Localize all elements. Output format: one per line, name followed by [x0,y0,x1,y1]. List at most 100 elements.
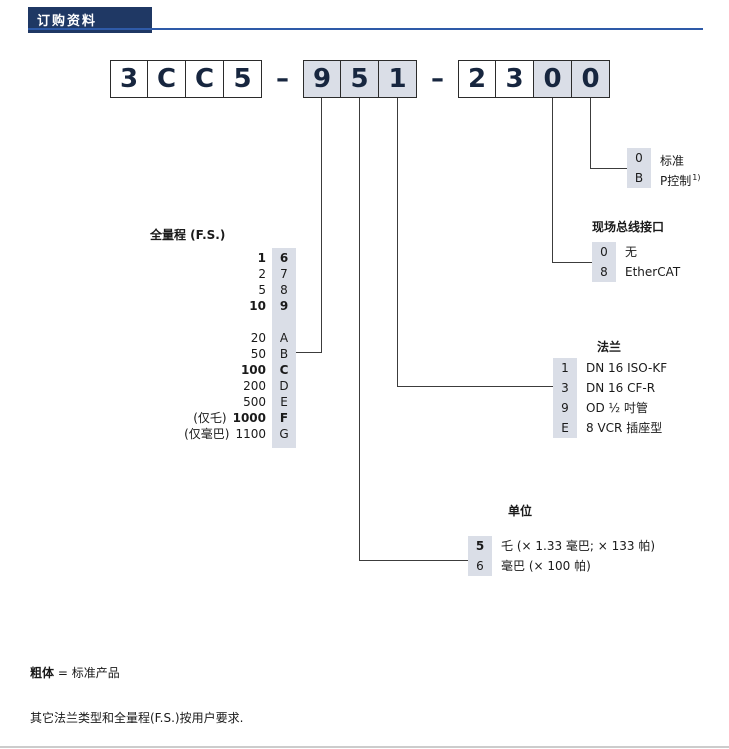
fieldbus-title: 现场总线接口 [592,220,665,234]
control-code: B [634,171,644,185]
fieldbus-label: EtherCAT [625,265,681,279]
unit-title: 单位 [508,504,533,518]
fieldbus-code: 0 [600,245,608,259]
part-number-dash: – [431,64,444,94]
full-scale-row: 20 A [100,330,296,346]
flange-title: 法兰 [597,340,622,354]
connector-flange-horizontal [397,386,553,387]
full-scale-row: 100 C [100,362,296,378]
fs-value: (仅毫巴)1100 [184,427,266,441]
connector-unit-horizontal [359,560,468,561]
part-number-box: 5 [224,60,262,98]
fs-value: 20 [250,331,266,345]
fieldbus-row: 0 无 [592,242,680,262]
full-scale-row: 50 B [100,346,296,362]
fieldbus-row: 8 EtherCAT [592,262,680,282]
part-number-box: 1 [379,60,417,98]
flange-row: E 8 VCR 插座型 [553,418,667,438]
control-label: 标准 [660,154,685,168]
control-code-strip [627,148,651,188]
fs-code: 7 [280,267,288,281]
bold-legend-note: 粗体 = 标准产品 [30,664,120,681]
control-row: 0 标准 [627,148,700,168]
fs-value: 50 [250,347,266,361]
unit-row: 6 毫巴 (× 100 帕) [468,556,655,576]
fs-code: G [279,427,289,441]
fs-value: 5 [258,283,266,297]
fs-code: 9 [279,299,289,313]
on-request-note: 其它法兰类型和全量程(F.S.)按用户要求. [30,711,244,725]
unit-row: 5 乇 (× 1.33 毫巴; × 133 帕) [468,536,655,556]
full-scale-code-strip [272,248,296,448]
unit-code: 5 [475,539,485,553]
full-scale-row: 5 8 [100,282,296,298]
full-scale-row: 10 9 [100,298,296,314]
flange-label: DN 16 CF-R [586,381,656,395]
flange-row: 1 DN 16 ISO-KF [553,358,667,378]
flange-code: E [561,421,569,435]
connector-fs-vertical [321,98,322,352]
connector-unit-vertical [359,98,360,560]
flange-label: DN 16 ISO-KF [586,361,668,375]
part-number-box: 3 [110,60,148,98]
part-number-box: 9 [303,60,341,98]
header-divider [28,28,703,30]
fs-value: 200 [243,379,266,393]
unit-code: 6 [476,559,484,573]
fs-value: 100 [240,363,266,377]
full-scale-title: 全量程 (F.S.) [150,228,226,242]
full-scale-row: (仅乇)1000 F [100,410,296,426]
part-number-box: 0 [572,60,610,98]
bold-legend-term: 粗体 [30,666,55,680]
control-row: B P控制1) [627,168,701,188]
fs-code: D [279,379,289,393]
full-scale-row: 1 6 [100,250,296,266]
fs-code: B [279,347,289,361]
unit-code-strip [468,536,492,576]
part-number-dash: – [276,64,289,94]
fieldbus-code: 8 [600,265,608,279]
fs-code: A [279,331,289,345]
connector-control-vertical [590,98,591,168]
flange-code: 9 [561,401,569,415]
unit-label: 乇 (× 1.33 毫巴; × 133 帕) [501,539,656,553]
fs-prefix: (仅毫巴) [184,427,230,441]
fs-prefix: (仅乇) [193,411,227,425]
fs-value: (仅乇)1000 [193,411,266,425]
flange-code-strip [553,358,577,438]
fieldbus-label: 无 [625,245,638,259]
bottom-divider [0,746,729,748]
fs-code: C [279,363,289,377]
flange-code: 3 [561,381,569,395]
flange-row: 3 DN 16 CF-R [553,378,667,398]
part-number-box: C [148,60,186,98]
full-scale-row: 2 7 [100,266,296,282]
part-number-box: 0 [534,60,572,98]
part-number-row: 3 C C 5 – 9 5 1 – 2 3 0 0 [110,60,610,98]
control-code: 0 [635,151,643,165]
fs-value: 1 [257,251,266,265]
flange-row: 9 OD ½ 吋管 [553,398,667,418]
unit-label: 毫巴 (× 100 帕) [501,559,591,573]
fs-value: 2 [258,267,266,281]
control-label: P控制1) [660,173,701,188]
part-number-box: C [186,60,224,98]
bold-legend-rest: = 标准产品 [54,666,120,680]
fs-value: 500 [243,395,266,409]
flange-code: 1 [561,361,569,375]
full-scale-row: 200 D [100,378,296,394]
flange-label: 8 VCR 插座型 [586,421,663,435]
full-scale-row: 500 E [100,394,296,410]
part-number-box: 3 [496,60,534,98]
part-number-box: 2 [458,60,496,98]
full-scale-row: (仅毫巴)1100 G [100,426,296,442]
fieldbus-code-strip [592,242,616,282]
fs-code: F [279,411,289,425]
connector-fs-horizontal [296,352,322,353]
footnote-marker: 1) [692,173,701,182]
fs-code: E [280,395,288,409]
fs-code: 6 [279,251,289,265]
connector-fieldbus-horizontal [552,262,592,263]
fs-value: 10 [249,299,266,313]
